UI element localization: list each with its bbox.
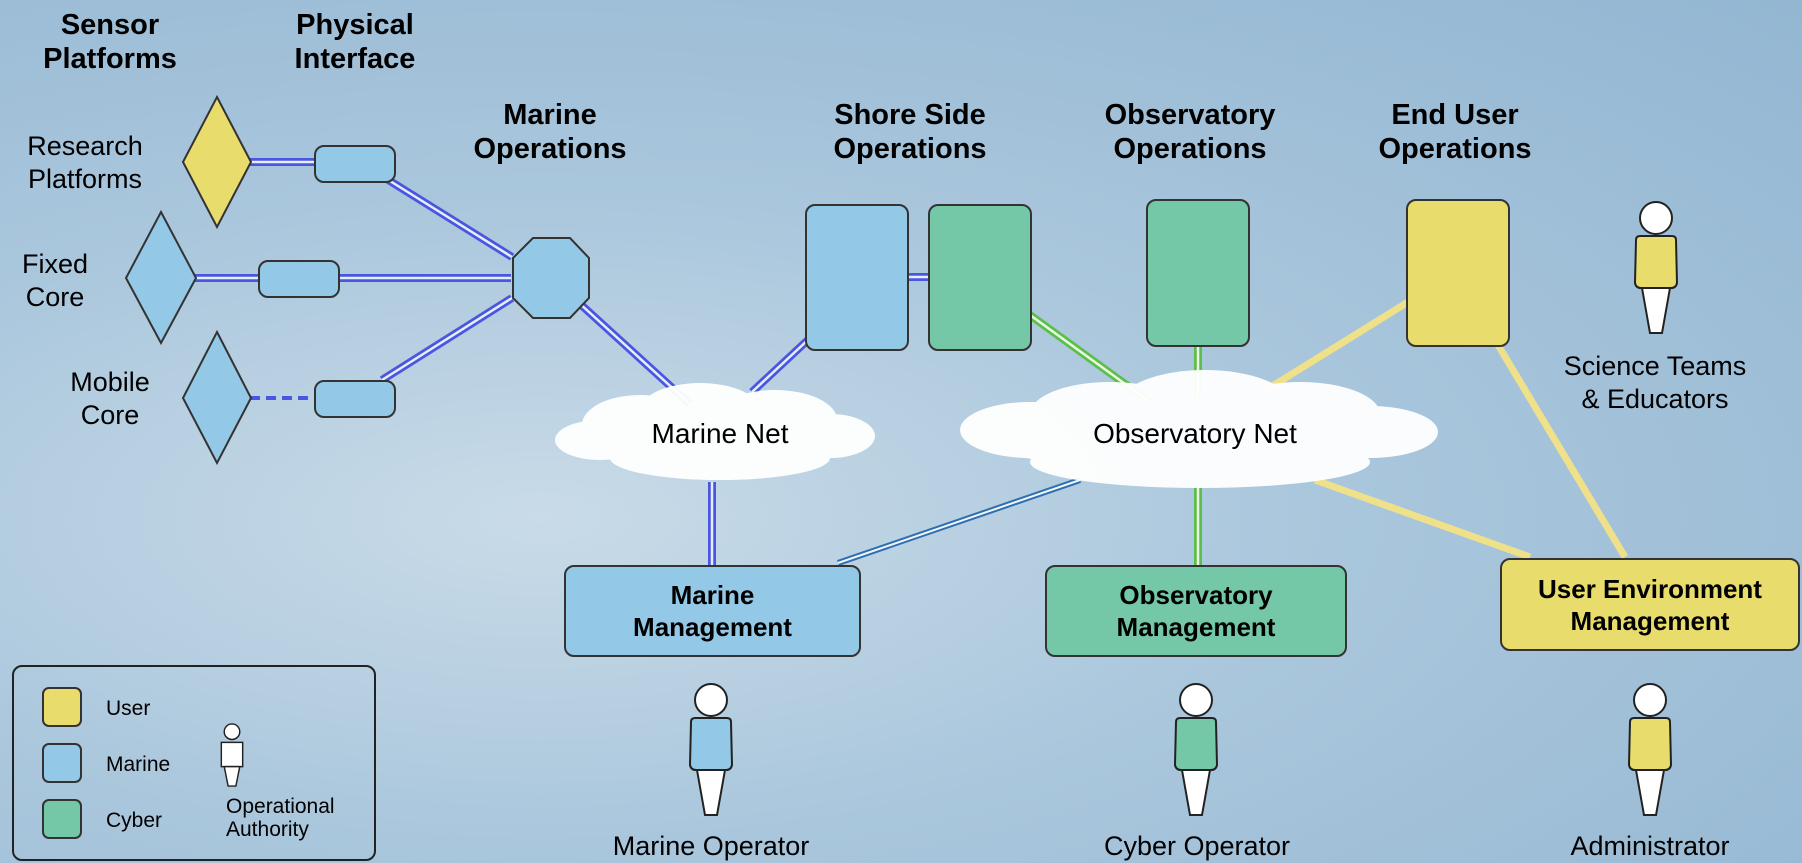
observatory-management-box: Observatory Management (1045, 565, 1347, 657)
physical-interface-research (314, 145, 396, 183)
header-shore-side-operations: Shore Side Operations (833, 99, 987, 165)
physical-interface-fixed (258, 260, 340, 298)
mobile-core-diamond (181, 329, 253, 466)
header-marine-operations: Marine Operations (473, 99, 627, 165)
fixed-core-diamond (124, 209, 198, 346)
shore-side-marine-box (805, 204, 909, 351)
marine-net-cloud (555, 383, 875, 480)
marine-management-box: Marine Management (564, 565, 861, 657)
header-physical-interface: Physical Interface (294, 9, 416, 75)
legend: User Marine Cyber Operational Authority (12, 665, 376, 861)
label-observatory-net: Observatory Net (1093, 418, 1297, 449)
observatory-net-cloud (960, 370, 1438, 488)
label-fixed-core: Fixed Core (21, 249, 89, 312)
legend-marine-label: Marine (106, 753, 171, 776)
label-mobile-core: Mobile Core (70, 367, 150, 430)
header-end-user-operations: End User Operations (1378, 99, 1532, 165)
administrator-person-icon (1628, 683, 1672, 816)
science-teams-person-icon (1634, 201, 1678, 334)
label-marine-net: Marine Net (651, 418, 789, 449)
observatory-operations-box (1146, 199, 1250, 347)
legend-marine-swatch (42, 743, 82, 783)
label-administrator: Administrator (1570, 831, 1730, 861)
label-research-platforms: Research Platforms (27, 131, 143, 194)
legend-user-swatch (42, 687, 82, 727)
legend-cyber-swatch (42, 799, 82, 839)
research-platform-diamond (181, 94, 253, 230)
header-observatory-operations: Observatory Operations (1104, 99, 1276, 165)
legend-person-icon (220, 723, 244, 787)
shore-side-cyber-box (928, 204, 1032, 351)
label-marine-operator: Marine Operator (612, 831, 810, 861)
cyber-operator-person-icon (1174, 683, 1218, 816)
user-environment-management-box: User Environment Management (1500, 558, 1800, 651)
physical-interface-mobile (314, 380, 396, 418)
legend-authority-label: Operational Authority (226, 795, 335, 841)
marine-operator-person-icon (689, 683, 733, 816)
label-science-teams: Science Teams & Educators (1563, 351, 1747, 414)
end-user-operations-box (1406, 199, 1510, 347)
label-cyber-operator: Cyber Operator (1103, 831, 1291, 861)
legend-cyber-label: Cyber (106, 809, 163, 832)
header-sensor-platforms: Sensor Platforms (43, 9, 177, 75)
legend-user-label: User (106, 697, 151, 720)
user-links (1264, 299, 1629, 561)
marine-operations-octagon (512, 237, 590, 319)
